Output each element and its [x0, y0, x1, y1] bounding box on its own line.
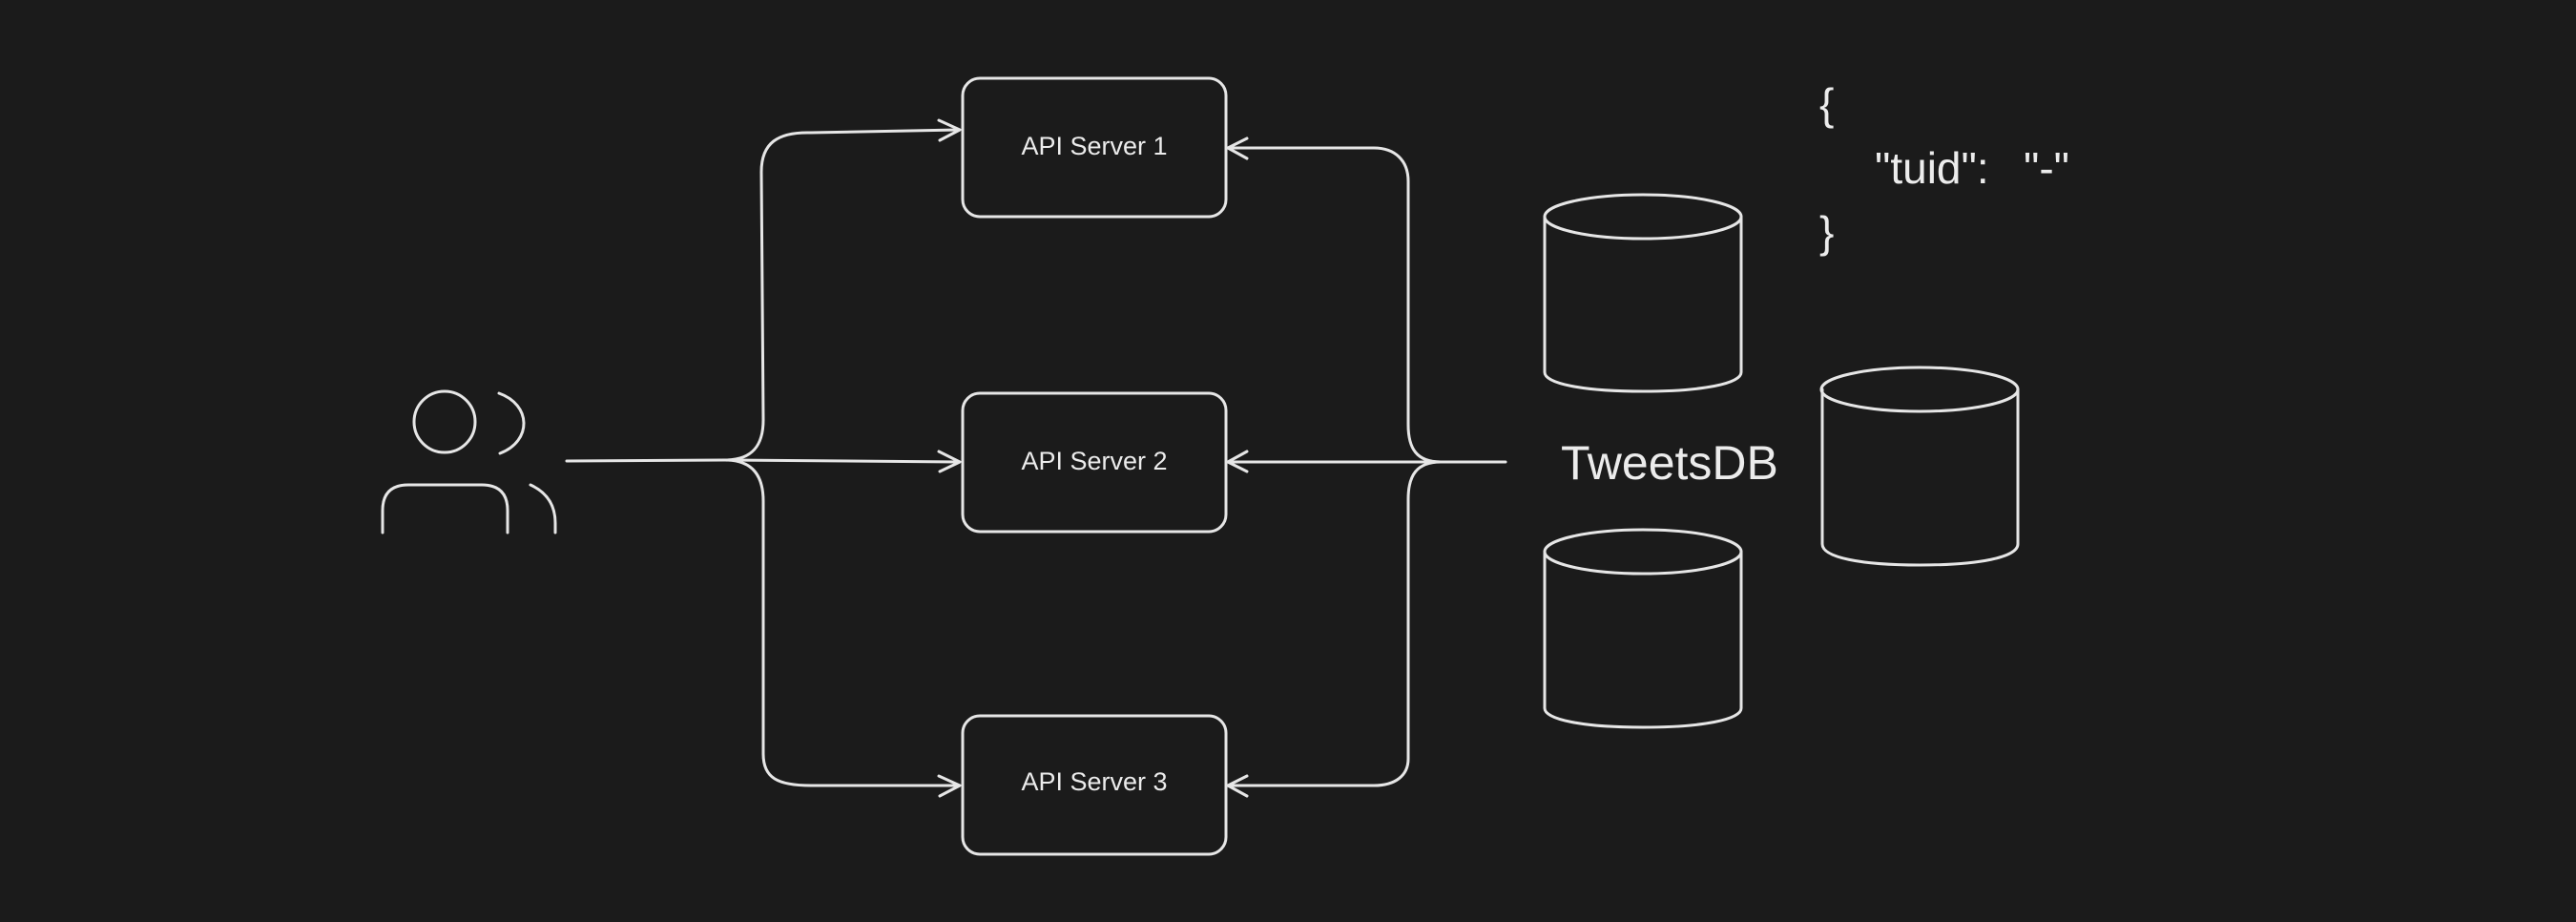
- json-value: "-": [2024, 143, 2069, 193]
- database-cylinder-icon: [1819, 366, 2020, 567]
- db-to-server-connectors: [1227, 146, 1507, 787]
- server-3-box: [961, 714, 1228, 856]
- arrowhead-server-3-left: [937, 774, 962, 798]
- users-icon: [381, 389, 557, 534]
- database-cylinder-icon: [1543, 193, 1743, 393]
- arrowhead-server-1-left: [937, 118, 962, 142]
- arrowhead-server-2-right: [1226, 450, 1249, 473]
- arrowhead-server-1-right: [1226, 136, 1249, 160]
- user-to-server-connectors: [565, 128, 961, 787]
- server-1-label: API Server 1: [1021, 132, 1168, 160]
- json-open-brace: {: [1819, 79, 1835, 129]
- server-3-label: API Server 3: [1021, 767, 1168, 796]
- database-cylinder-icon: [1543, 528, 1743, 729]
- arrowhead-server-3-right: [1226, 774, 1249, 798]
- json-close-brace: }: [1819, 207, 1835, 257]
- server-2-box: [961, 391, 1228, 534]
- server-1-box: [961, 76, 1228, 219]
- database-label: TweetsDB: [1561, 436, 1778, 490]
- server-2-label: API Server 2: [1021, 447, 1168, 475]
- arrowhead-server-2-left: [937, 450, 962, 473]
- json-key: "tuid":: [1875, 143, 1989, 193]
